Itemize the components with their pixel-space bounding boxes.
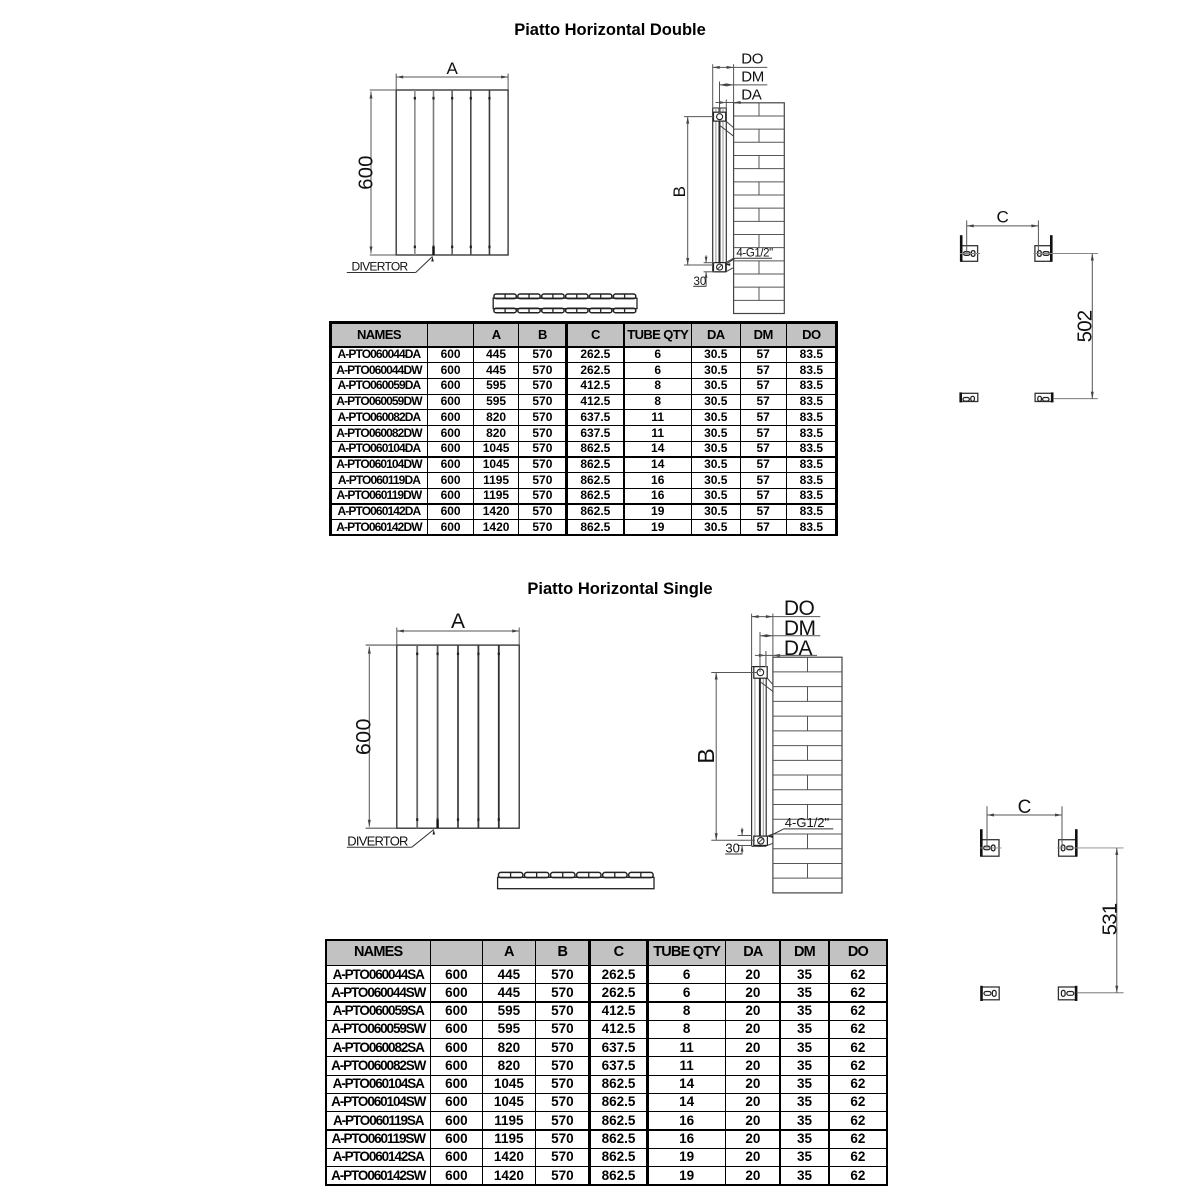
svg-text:DIVERTOR: DIVERTOR <box>352 260 409 274</box>
svg-text:B: B <box>670 186 689 197</box>
svg-text:DA: DA <box>784 637 813 660</box>
svg-text:DO: DO <box>784 597 815 620</box>
svg-text:4-G1/2": 4-G1/2" <box>736 247 773 259</box>
svg-text:30: 30 <box>725 840 739 855</box>
svg-text:DO: DO <box>741 51 763 68</box>
svg-text:C: C <box>996 207 1008 226</box>
svg-text:DM: DM <box>741 69 764 86</box>
svg-text:A: A <box>446 59 458 78</box>
svg-text:DM: DM <box>784 617 816 640</box>
svg-text:600: 600 <box>352 718 376 755</box>
svg-text:531: 531 <box>1099 903 1122 935</box>
svg-text:B: B <box>693 748 719 763</box>
svg-text:DIVERTOR: DIVERTOR <box>347 834 408 849</box>
svg-text:4-G1/2": 4-G1/2" <box>785 815 830 830</box>
svg-text:600: 600 <box>355 155 377 190</box>
svg-text:DA: DA <box>741 87 762 104</box>
svg-text:C: C <box>1018 797 1032 818</box>
svg-text:30: 30 <box>694 276 707 288</box>
svg-text:A: A <box>451 610 465 633</box>
svg-text:502: 502 <box>1073 310 1096 342</box>
